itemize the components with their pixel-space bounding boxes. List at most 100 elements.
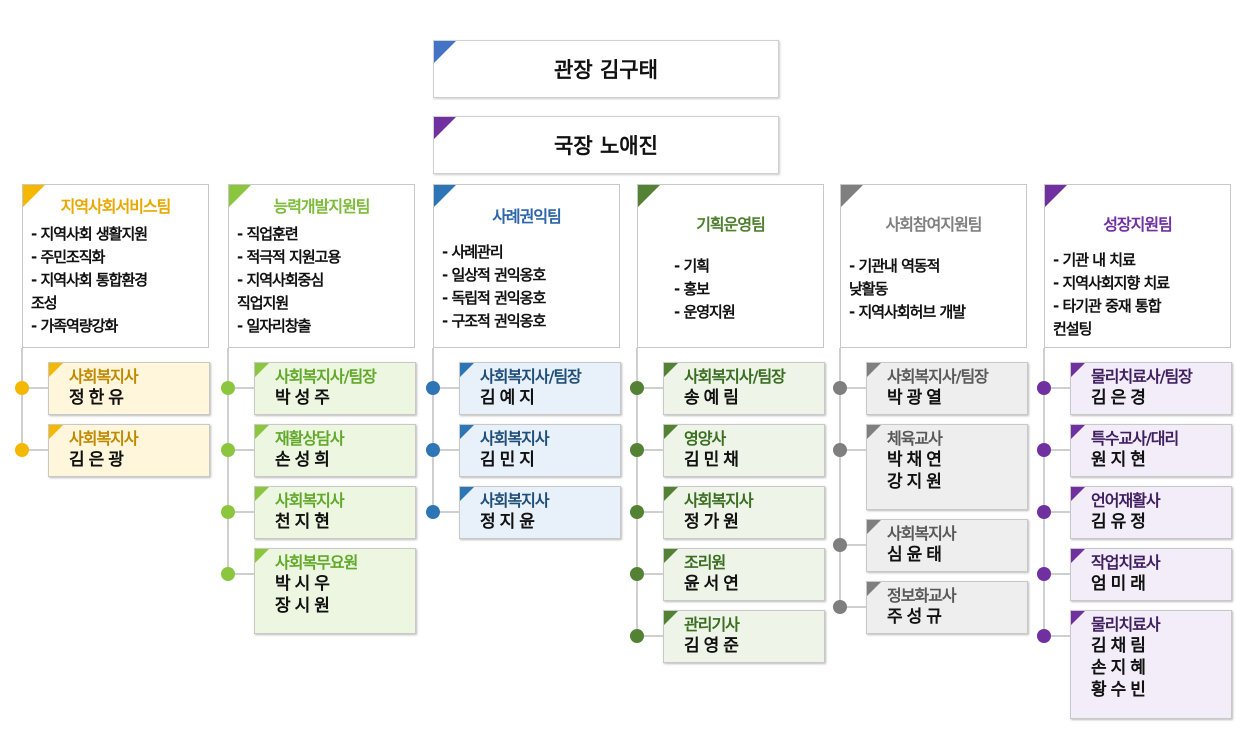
corner-marker-icon [229,185,251,207]
duty-item: 낮활동 [849,280,888,298]
connector-line [637,387,663,389]
node-dot-icon [833,538,847,552]
staff-role: 사회복지사 [480,429,550,448]
corner-marker-icon [664,487,678,501]
duty-item: - 홍보 [674,280,710,298]
duty-item: - 지역사회중심 [237,271,324,289]
team-title: 성장지원팀 [1103,215,1173,234]
director-box: 관장 김구태 [433,40,779,98]
node-dot-icon [1037,629,1051,643]
staff-role: 사회복지사 [275,491,345,510]
corner-marker-icon [255,425,269,439]
connector-line [1044,635,1070,637]
connector-line [840,544,866,546]
duty-item: - 지역사회지향 치료 [1053,274,1170,292]
staff-name: 손지혜 [1091,658,1150,678]
corner-marker-icon [49,425,63,439]
staff-role: 사회복지사/팀장 [684,367,786,386]
connector-line [1044,511,1070,513]
duty-item: - 적극적 지원고용 [237,248,341,266]
connector-line [433,449,459,451]
duty-item: 컨설팅 [1053,320,1092,338]
connector-line [637,573,663,575]
connector-line [432,348,434,512]
staff-name: 박채연 [887,450,946,470]
corner-marker-icon [1071,611,1085,625]
node-dot-icon [15,443,29,457]
staff-name: 김민채 [684,450,743,470]
connector-line [637,449,663,451]
corner-marker-icon [49,363,63,377]
staff-name: 윤서연 [684,574,743,594]
corner-marker-icon [867,520,881,534]
connector-line [1043,348,1045,636]
staff-role: 사회복지사/팀장 [480,367,582,386]
node-dot-icon [1037,567,1051,581]
connector-line [21,348,23,450]
node-dot-icon [426,505,440,519]
staff-role: 물리치료사 [1091,615,1161,634]
staff-name: 김민지 [480,450,539,470]
corner-marker-icon [1071,425,1085,439]
staff-role: 사회복지사/팀장 [887,367,989,386]
corner-marker-icon [841,185,863,207]
corner-marker-icon [867,363,881,377]
node-dot-icon [15,381,29,395]
corner-marker-icon [255,487,269,501]
secretary-box: 국장 노애진 [433,116,779,174]
connector-line [433,387,459,389]
connector-line [228,449,254,451]
team-duties: - 기획- 홍보- 운영지원 [674,255,823,324]
node-dot-icon [1037,381,1051,395]
staff-role: 사회복지사 [69,429,139,448]
staff-name: 장시원 [275,596,334,616]
staff-name: 황수빈 [1091,680,1150,700]
staff-role: 영양사 [684,429,726,448]
staff-name: 김채림 [1091,636,1150,656]
team-title: 기획운영팀 [696,215,766,234]
connector-line [228,511,254,513]
connector-line [228,573,254,575]
staff-name: 정가원 [684,512,743,532]
duty-item: - 기획 [674,257,710,275]
staff-role: 사회복지사/팀장 [275,367,377,386]
staff-name: 김영준 [684,636,743,656]
duty-item: - 일상적 권익옹호 [442,266,546,284]
corner-marker-icon [867,425,881,439]
staff-name: 심윤태 [887,545,946,565]
team-duties: - 사례관리- 일상적 권익옹호- 독립적 권익옹호- 구조적 권익옹호 [442,241,619,333]
corner-marker-icon [434,117,456,139]
duty-item: - 기관내 역동적 [849,257,940,275]
staff-role: 재활상담사 [275,429,345,448]
node-dot-icon [630,505,644,519]
staff-name: 강지원 [887,472,946,492]
staff-role: 사회복지사 [887,524,957,543]
team-box: 기획운영팀- 기획- 홍보- 운영지원 [637,184,824,348]
node-dot-icon [1037,505,1051,519]
connector-line [1044,387,1070,389]
duty-item: - 독립적 권익옹호 [442,289,546,307]
staff-name: 엄미래 [1091,574,1150,594]
staff-name: 박광열 [887,388,946,408]
staff-role: 정보화교사 [887,586,957,605]
connector-line [22,387,48,389]
node-dot-icon [221,567,235,581]
node-dot-icon [833,443,847,457]
node-dot-icon [630,567,644,581]
duty-item: - 타기관 중재 통합 [1053,297,1162,315]
connector-line [840,449,866,451]
